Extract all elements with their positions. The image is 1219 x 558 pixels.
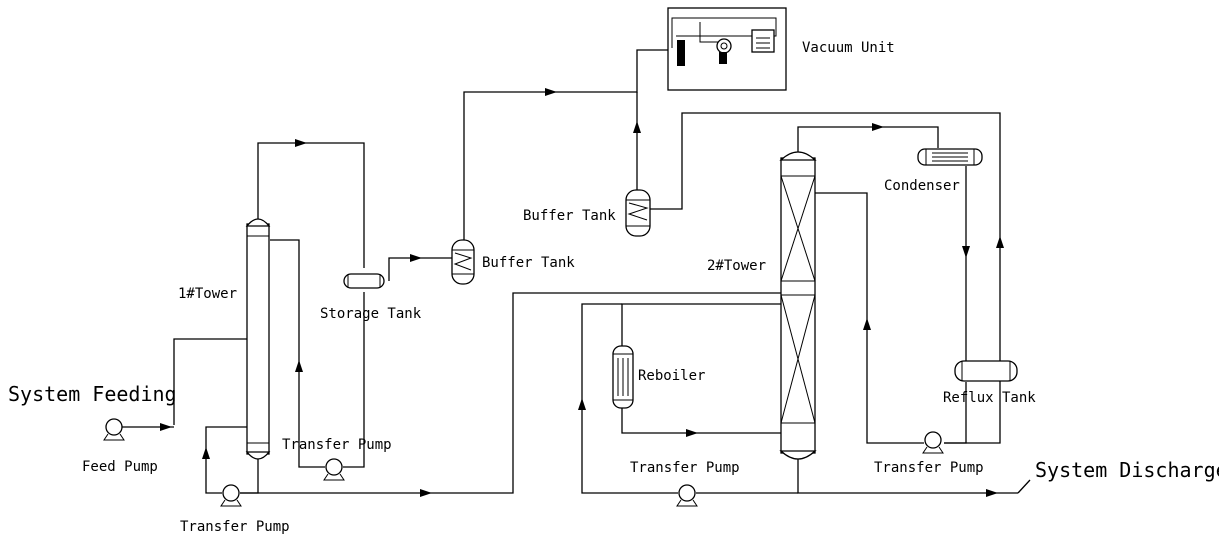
tower-1 [245,218,271,460]
pipe-reboiler-return [621,406,781,434]
label-reboiler: Reboiler [638,368,705,384]
pipe-to-tower2 [240,292,781,494]
arrow-tower1-overhead [295,139,307,147]
pipe-feed-to-tower1 [173,338,247,425]
pipe-buffer-to-reflux-line [650,112,1001,444]
arrow-to-tower2 [420,489,432,497]
arrow-pump-up-tower1 [295,360,303,372]
label-tower2: 2#Tower [707,258,766,274]
arrow-reboiler-return [686,429,698,437]
label-reflux-tank: Reflux Tank [943,390,1036,406]
label-system-discharge: System Discharge [1035,458,1219,482]
label-condenser: Condenser [884,178,960,194]
buffer-tank-upper [625,189,651,237]
reflux-tank [954,360,1018,382]
pipe-tower1-bottom [240,456,259,494]
vacuum-unit [667,7,787,91]
pipe-tower2-to-reboiler [621,303,781,347]
buffer-tank-lower [451,239,475,285]
storage-tank [343,273,385,289]
arrow-pump1-recycle [202,447,210,459]
label-transfer-pump-1: Transfer Pump [180,519,290,535]
pump-transfer-reboiler [676,484,698,507]
pipe-storage-to-buffer [388,257,452,281]
arrow-pump-to-tower2 [863,318,871,330]
pipe-storage-to-pump [343,292,365,468]
arrow-to-buffer [410,254,422,262]
arrow-condenser-down [962,246,970,258]
pump-transfer-storage [323,458,345,481]
label-system-feeding: System Feeding [8,382,177,406]
pump-transfer-reflux [922,431,944,454]
reboiler [612,345,634,409]
label-buffer-tank-upper: Buffer Tank [523,208,616,224]
pipe-tower2-overhead [797,126,939,153]
pipe-pump-to-tower1 [270,239,325,468]
arrow-reflux-up [996,236,1004,248]
pump-feed [103,418,125,441]
pipe-reflux-to-pump [944,382,967,444]
pipe-pump-to-tower2 [815,192,924,444]
label-storage-tank: Storage Tank [320,306,422,322]
label-feed-pump: Feed Pump [82,459,158,475]
label-vacuum-unit: Vacuum Unit [802,40,895,56]
tower-2 [779,151,817,460]
label-transfer-pump-reflux: Transfer Pump [874,460,984,476]
label-tower1: 1#Tower [178,286,237,302]
arrow-feed [160,423,172,431]
pipe-pump1-recycle [205,426,247,494]
arrow-to-vacuum [545,88,557,96]
arrow-vacuum-up [633,121,641,133]
arrow-discharge [986,489,998,497]
label-buffer-tank-lower: Buffer Tank [482,255,575,271]
condenser [917,148,983,166]
labels: Vacuum Unit Condenser Buffer Tank Buffer… [8,40,1219,535]
pump-transfer-1 [220,484,242,507]
pipes [122,49,1031,494]
arrow-tower2-overhead [872,123,884,131]
label-transfer-pump-storage: Transfer Pump [282,437,392,453]
pipe-tower1-overhead [257,142,365,268]
flow-arrows [160,88,1004,497]
pipe-discharge-tail [1017,479,1031,494]
arrow-bottom-recycle [578,398,586,410]
label-transfer-pump-reboiler: Transfer Pump [630,460,740,476]
